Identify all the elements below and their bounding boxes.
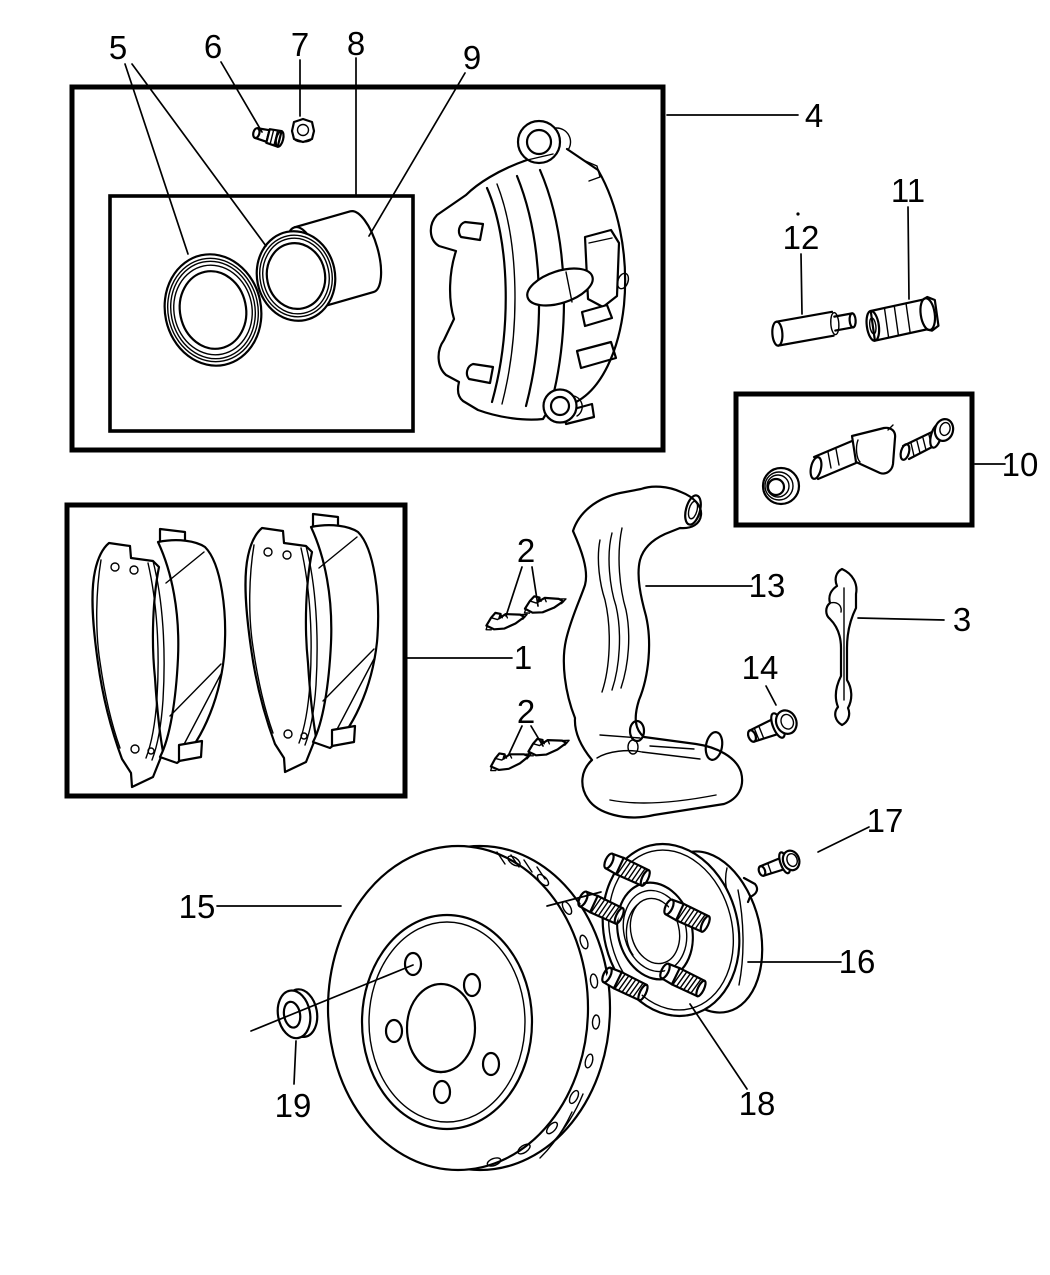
- pin-boot-kit-box: [733, 391, 975, 528]
- kit-pin-bolt: [899, 418, 955, 461]
- callout-17-leader: [817, 826, 870, 853]
- callout-18-label: 18: [739, 1085, 776, 1122]
- callout-3-label: 3: [953, 601, 971, 638]
- abutment-clips-upper: [482, 590, 569, 633]
- rotor-lug-holes: [384, 951, 501, 1105]
- callout-2-upper-label: 2: [517, 532, 535, 569]
- abutment-clips-lower: [486, 732, 572, 774]
- callout-2-lower-leader: [508, 725, 544, 755]
- callout-9-label: 9: [463, 39, 481, 76]
- callout-11-leader: [907, 206, 910, 300]
- rotor-retainer-washer: [276, 988, 319, 1040]
- callout-16-label: 16: [839, 943, 876, 980]
- callout-15-label: 15: [179, 888, 216, 925]
- callout-labels: 5 6 7 8 9 4 12 11 10 2 1 2 13 3 14 15 17…: [109, 25, 1039, 1124]
- brake-pad-right: [244, 512, 380, 774]
- stray-dot: [796, 212, 800, 216]
- rotor-vent-holes: [486, 855, 601, 1167]
- caliper-kit-box: [69, 84, 666, 453]
- callout-2-lower-label: 2: [517, 693, 535, 730]
- caliper-bracket: [562, 485, 744, 819]
- kit-guide-pin: [809, 424, 897, 481]
- bracket-bolt: [746, 709, 798, 743]
- callout-8-label: 8: [347, 25, 365, 62]
- callout-6-label: 6: [204, 28, 222, 65]
- callout-6-leader: [220, 61, 263, 133]
- callout-7-label: 7: [291, 26, 309, 63]
- callout-1-label: 1: [514, 639, 532, 676]
- brake-caliper-drawing: [429, 119, 630, 426]
- callout-9-leader: [368, 72, 466, 237]
- callout-13-label: 13: [749, 567, 786, 604]
- callout-17-label: 17: [867, 802, 904, 839]
- hub-mount-bolt: [757, 849, 801, 877]
- brake-pad-left: [91, 527, 227, 789]
- hub-and-bearing: [574, 842, 764, 1018]
- callout-10-label: 10: [1002, 446, 1039, 483]
- callout-4-label: 4: [805, 97, 823, 134]
- callout-12-label: 12: [783, 219, 820, 256]
- piston-dust-boot: [255, 230, 337, 322]
- bleeder-screw: [252, 127, 285, 148]
- callout-19-leader: [293, 1040, 297, 1085]
- guide-pin: [771, 310, 857, 347]
- leader-lines: [124, 57, 1006, 1090]
- callout-18-leader: [689, 1003, 748, 1090]
- callout-14-label: 14: [742, 649, 779, 686]
- piston-seal-rings: [163, 253, 263, 367]
- callout-12-leader: [800, 253, 803, 315]
- callout-5-leader: [124, 63, 267, 255]
- callout-2-upper-leader: [505, 566, 539, 617]
- brake-rotor: [326, 844, 612, 1172]
- guide-pin-bushing: [865, 295, 940, 342]
- callout-19-label: 19: [275, 1087, 312, 1124]
- callout-11-label: 11: [891, 172, 925, 209]
- brake-pads-box: [64, 502, 408, 799]
- rotor-hole-washer-leader: [250, 964, 414, 1032]
- anti-rattle-spring-clip: [825, 567, 858, 727]
- callout-14-leader: [765, 685, 777, 706]
- callout-3-leader: [857, 617, 945, 621]
- callout-5-label: 5: [109, 29, 127, 66]
- pin-boot-grommet: [761, 466, 801, 506]
- rotor-to-hub-line: [546, 891, 602, 907]
- bleeder-cap: [290, 117, 316, 144]
